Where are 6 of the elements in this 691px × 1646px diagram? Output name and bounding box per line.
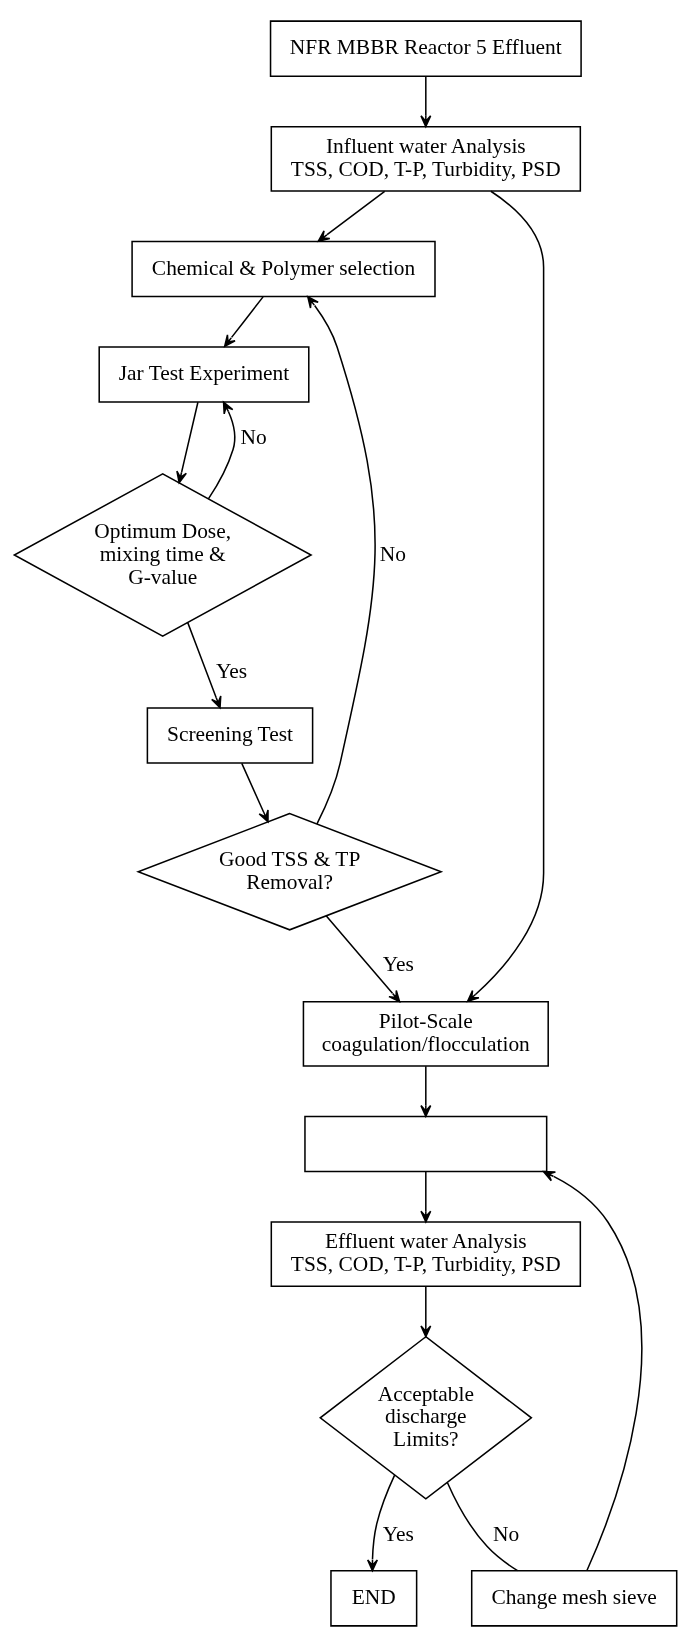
edge-label: No [493, 1521, 520, 1546]
edge-label: Yes [382, 951, 414, 976]
edge-label: Yes [382, 1521, 414, 1546]
edge-label: No [240, 424, 267, 449]
edge-label: No [379, 541, 407, 566]
edge-label: Yes [215, 658, 248, 683]
